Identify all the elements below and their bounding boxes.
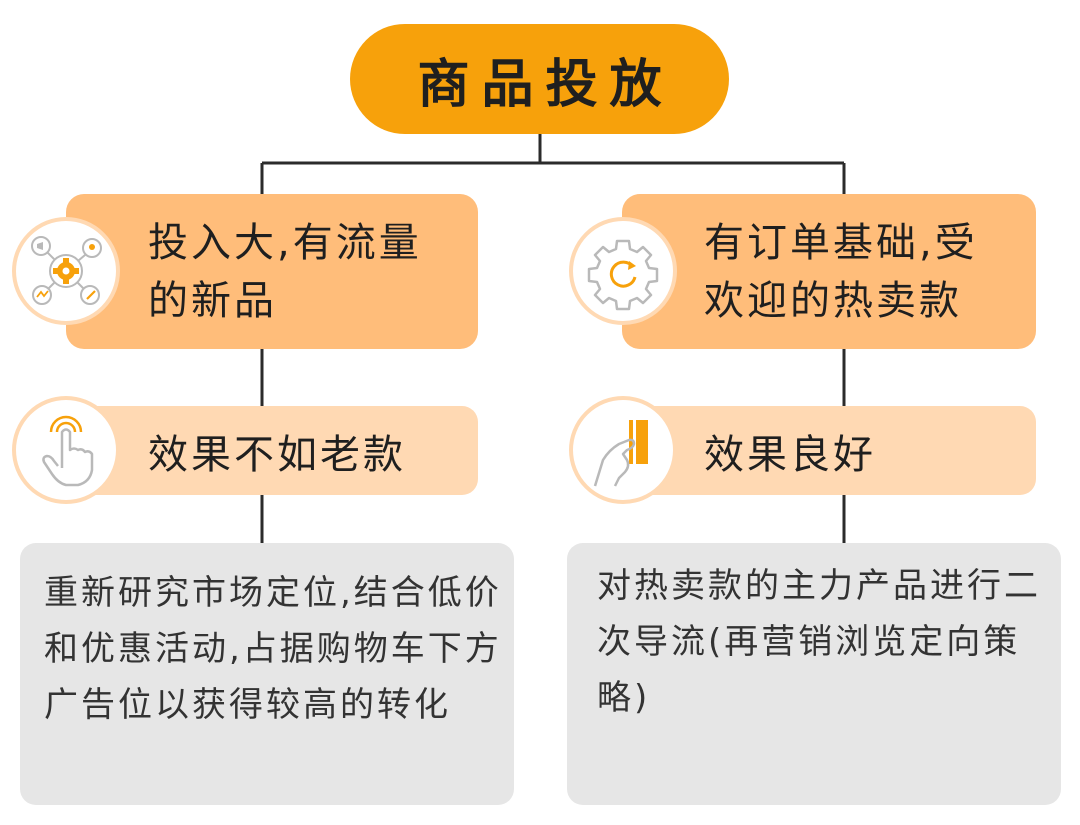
left-condition-card: 投入大,有流量 的新品 — [66, 194, 478, 349]
left-result-text: 效果不如老款 — [148, 431, 406, 478]
right-result-text: 效果良好 — [704, 431, 876, 478]
right-action-box: 对热卖款的主力产品进行二次导流(再营销浏览定向策略) — [567, 543, 1061, 805]
right-action-text: 对热卖款的主力产品进行二次导流(再营销浏览定向策略) — [597, 566, 1041, 718]
diagram-title: 商品投放 — [417, 54, 674, 115]
left-action-text: 重新研究市场定位,结合低价和优惠活动,占据购物车下方广告位以获得较高的转化 — [44, 573, 502, 725]
right-condition-text: 有订单基础,受 欢迎的热卖款 — [704, 219, 978, 324]
left-action-box: 重新研究市场定位,结合低价和优惠活动,占据购物车下方广告位以获得较高的转化 — [20, 543, 514, 805]
right-result-card: 效果良好 — [622, 406, 1036, 495]
title-pill: 商品投放 — [350, 24, 729, 134]
left-condition-text: 投入大,有流量 的新品 — [148, 219, 422, 324]
gear-network-icon — [12, 217, 120, 325]
left-result-card: 效果不如老款 — [66, 406, 478, 495]
hand-card-icon — [569, 396, 677, 504]
tap-hand-icon — [12, 396, 120, 504]
right-condition-card: 有订单基础,受 欢迎的热卖款 — [622, 194, 1036, 349]
gear-refresh-icon — [569, 217, 677, 325]
